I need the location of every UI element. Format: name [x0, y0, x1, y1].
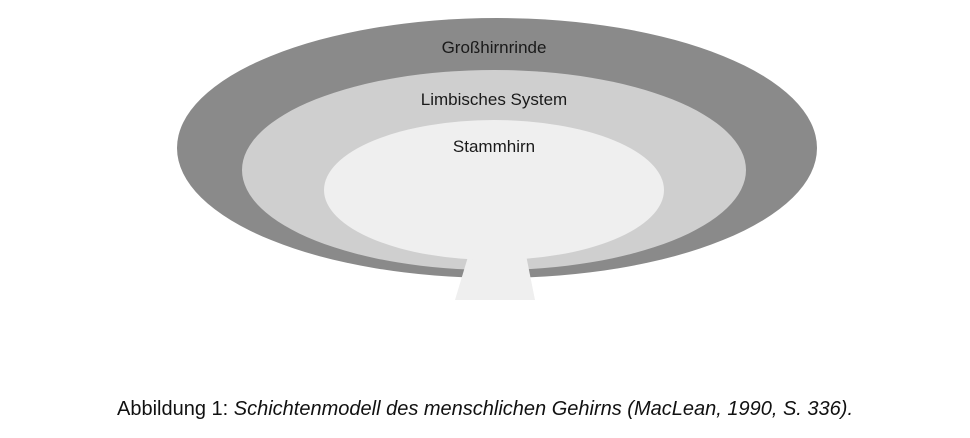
brain-stem [455, 250, 535, 300]
middle-layer-label: Limbisches System [421, 90, 567, 109]
figure-caption: Abbildung 1: Schichtenmodell des menschl… [0, 398, 970, 421]
inner-layer-brainstem [324, 120, 664, 260]
outer-layer-label: Großhirnrinde [442, 38, 547, 57]
inner-layer-label: Stammhirn [453, 137, 535, 156]
caption-prefix: Abbildung 1: [117, 398, 234, 420]
caption-title: Schichtenmodell des menschlichen Gehirns… [233, 398, 853, 420]
brain-layer-diagram: Großhirnrinde Limbisches System Stammhir… [177, 18, 817, 300]
